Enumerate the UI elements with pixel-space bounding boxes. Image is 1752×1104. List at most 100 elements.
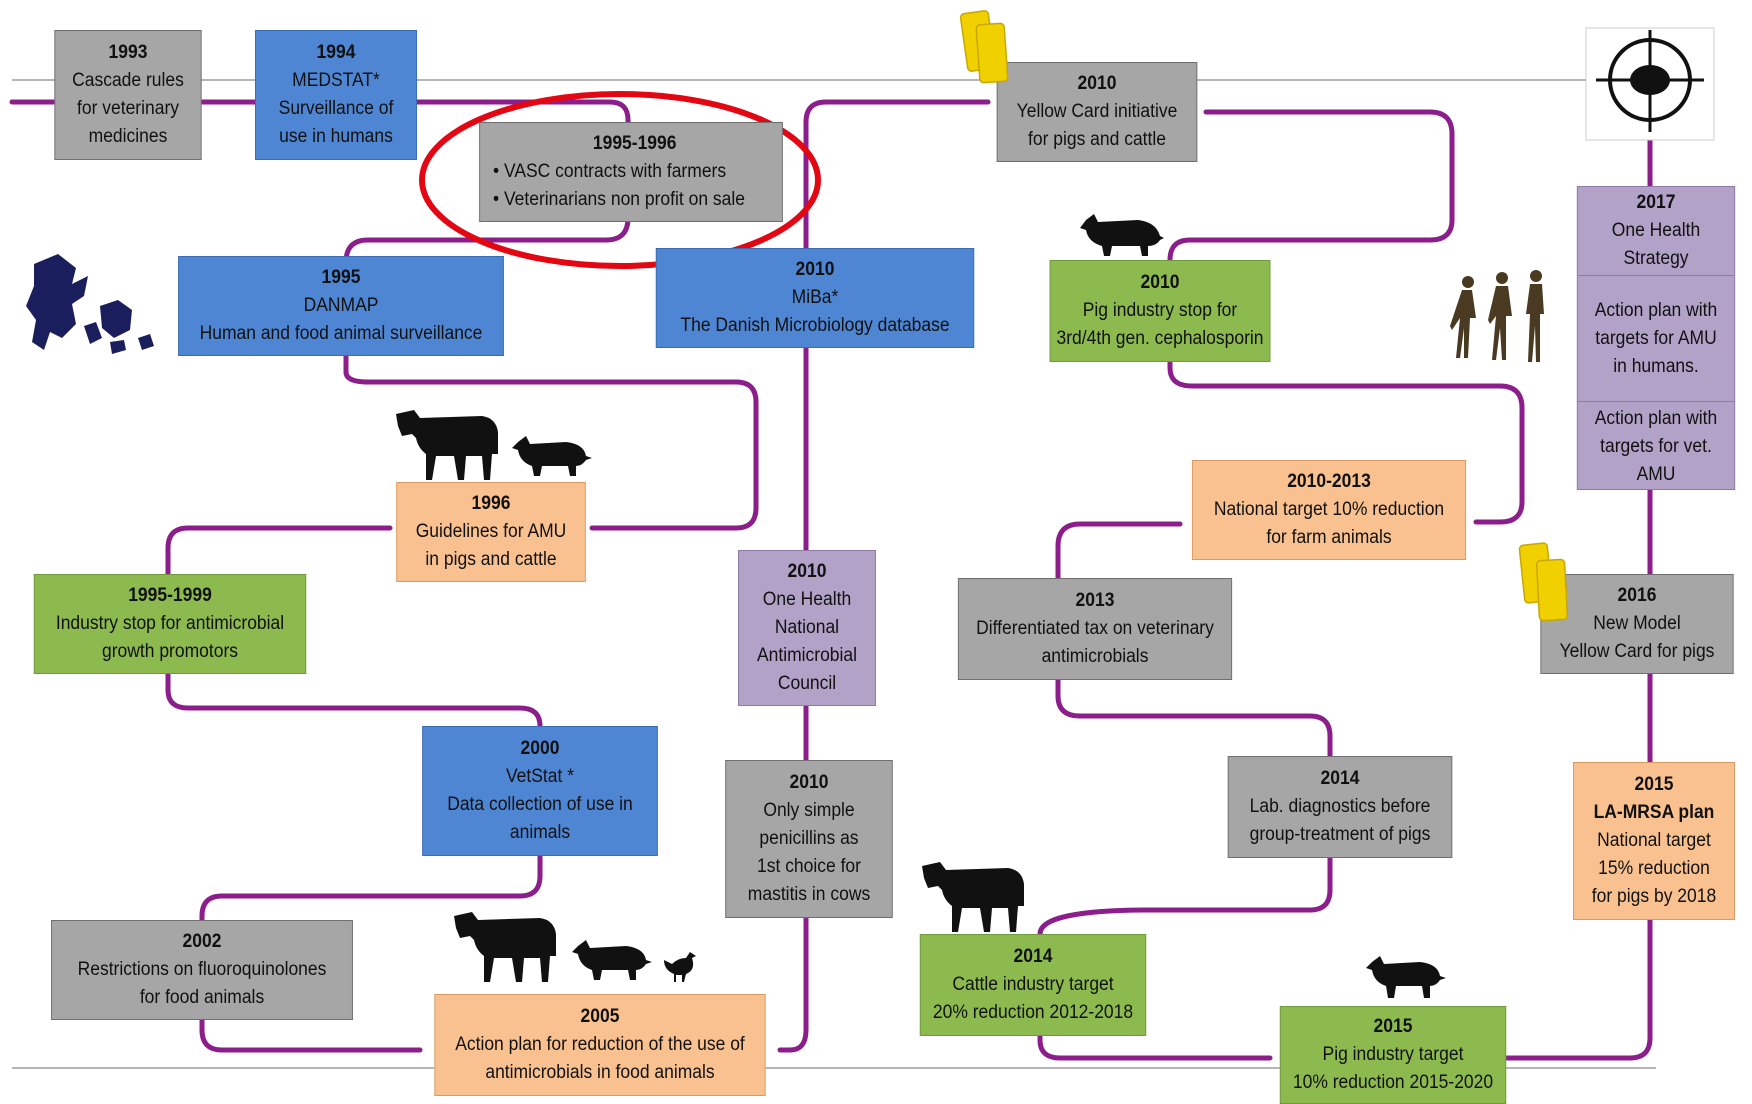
path-2013-to-2014lab <box>1055 675 1333 759</box>
event-2010-miba: 2010 MiBa* The Danish Microbiology datab… <box>655 248 975 348</box>
path-2000-to-2002 <box>199 841 543 923</box>
event-line: AMU <box>1636 463 1676 485</box>
event-year: 2013 <box>1075 590 1115 611</box>
event-line: DANMAP <box>303 295 379 316</box>
event-line: VetStat * <box>505 766 575 787</box>
event-line: MEDSTAT* <box>292 70 380 91</box>
event-title: LA-MRSA plan <box>1593 802 1715 823</box>
event-year: 2005 <box>580 1006 620 1027</box>
event-year: 2010 <box>787 561 827 582</box>
event-line: 10% reduction 2015-2020 <box>1292 1072 1494 1093</box>
event-line: use in humans <box>279 126 393 147</box>
event-line: for farm animals <box>1266 527 1392 548</box>
event-line: National <box>774 617 840 638</box>
event-bullet: Veterinarians non profit on sale <box>493 186 745 214</box>
path-1994-to-1995-96 <box>343 99 631 275</box>
event-line: 20% reduction 2012-2018 <box>932 1002 1134 1023</box>
event-line: Guidelines for AMU <box>415 521 567 542</box>
event-line: in humans. <box>1613 355 1699 377</box>
highlight-circle <box>419 91 821 269</box>
event-line: Action plan for reduction of the use of <box>455 1034 745 1055</box>
cow-icon <box>454 912 556 982</box>
strategy-section: 2017 One Health Strategy <box>1612 187 1700 275</box>
event-line: Antimicrobial <box>756 645 858 666</box>
event-line: for veterinary <box>76 98 180 119</box>
event-year: 2010 <box>789 772 829 793</box>
event-year: 2014 <box>1320 768 1360 789</box>
event-line: Yellow Card for pigs <box>1559 641 1715 662</box>
event-2010-penicillins: 2010 Only simple penicillins as 1st choi… <box>725 760 893 918</box>
event-2014-lab-diagnostics: 2014 Lab. diagnostics before group-treat… <box>1227 756 1453 858</box>
vet-action-plan-section: Action plan with targets for vet. AMU <box>1577 401 1735 491</box>
event-year: 2015 <box>1634 774 1674 795</box>
event-year: 2010 <box>1077 73 1117 94</box>
event-line: Restrictions on fluoroquinolones <box>77 959 327 980</box>
path-pig-to-2010-13 <box>1167 357 1525 525</box>
event-2013-differentiated-tax: 2013 Differentiated tax on veterinary an… <box>957 578 1233 680</box>
event-line: 1st choice for <box>757 856 861 877</box>
event-line: Surveillance of <box>278 98 394 119</box>
event-line: mastitis in cows <box>747 884 871 905</box>
event-year: 1995 <box>321 267 361 288</box>
event-line: Action plan with <box>1594 299 1718 321</box>
event-line: National target <box>1597 830 1711 851</box>
path-1995-to-1996 <box>343 353 759 531</box>
event-line: targets for vet. <box>1600 435 1712 457</box>
event-2010-council: 2010 One Health National Antimicrobial C… <box>738 550 876 706</box>
path-pig2015-to-right <box>1481 741 1653 1061</box>
event-year: 2000 <box>520 738 560 759</box>
event-year: 2015 <box>1373 1016 1413 1037</box>
event-2014-cattle-target: 2014 Cattle industry target 20% reductio… <box>919 934 1147 1036</box>
event-line: National target 10% reduction <box>1213 499 1445 520</box>
event-line: antimicrobials <box>1041 646 1149 667</box>
event-line: Only simple <box>763 800 855 821</box>
event-2017-one-health-strategy: 2017 One Health Strategy Action plan wit… <box>1576 186 1736 491</box>
event-1996-guidelines: 1996 Guidelines for AMU in pigs and catt… <box>396 482 586 582</box>
chicken-icon <box>664 952 696 982</box>
event-1995-1999-industry-stop: 1995-1999 Industry stop for antimicrobia… <box>33 574 307 674</box>
path-cattle-to-pig2015 <box>1037 1031 1273 1061</box>
human-evolution-icon <box>1450 270 1544 362</box>
path-1995-99-to-2000 <box>165 667 543 729</box>
event-line: targets for AMU <box>1595 327 1717 349</box>
yellow-card-icon <box>1518 542 1569 622</box>
pig-icon <box>1366 956 1446 998</box>
event-line: growth promotors <box>101 641 239 662</box>
humans-action-plan-section: Action plan with targets for AMU in huma… <box>1577 275 1735 401</box>
target-crosshair-icon <box>1585 27 1715 141</box>
event-line: for pigs by 2018 <box>1591 886 1717 907</box>
event-line: 15% reduction <box>1598 858 1710 879</box>
event-line: Pig industry target <box>1322 1044 1464 1065</box>
event-year: 2010 <box>1140 272 1180 293</box>
event-2010-2013-national-target: 2010-2013 National target 10% reduction … <box>1191 460 1467 560</box>
event-2015-la-mrsa: 2015 LA-MRSA plan National target 15% re… <box>1573 762 1735 920</box>
event-year: 1994 <box>316 42 356 63</box>
pig-icon <box>1080 214 1164 256</box>
event-line: MiBa* <box>791 287 839 308</box>
event-1995-1996-vasc: 1995-1996 VASC contracts with farmers Ve… <box>479 122 783 222</box>
event-year: 2010 <box>795 259 835 280</box>
event-line: antimicrobials in food animals <box>485 1062 715 1083</box>
cow-icon <box>396 410 498 480</box>
event-line: group-treatment of pigs <box>1249 824 1431 845</box>
pig-icon <box>512 436 592 476</box>
event-2010-yellow-card: 2010 Yellow Card initiative for pigs and… <box>996 62 1198 162</box>
path-2002-to-2005 <box>199 1015 423 1053</box>
event-line: Data collection of use in <box>447 794 633 815</box>
event-2010-pig-cephalosporin: 2010 Pig industry stop for 3rd/4th gen. … <box>1049 260 1271 362</box>
event-year: 2016 <box>1617 585 1657 606</box>
cow-icon <box>922 862 1024 932</box>
event-year: 2002 <box>182 931 222 952</box>
event-line: Cattle industry target <box>952 974 1114 995</box>
event-bullet: VASC contracts with farmers <box>493 158 726 186</box>
event-year: 1995-1999 <box>128 585 212 606</box>
event-year: 2014 <box>1013 946 1053 967</box>
event-year: 1996 <box>471 493 511 514</box>
event-line: in pigs and cattle <box>425 549 557 570</box>
event-line: Action plan with <box>1594 407 1718 429</box>
event-line: medicines <box>88 126 168 147</box>
event-line: Strategy <box>1623 248 1689 269</box>
event-line: The Danish Microbiology database <box>680 315 950 336</box>
